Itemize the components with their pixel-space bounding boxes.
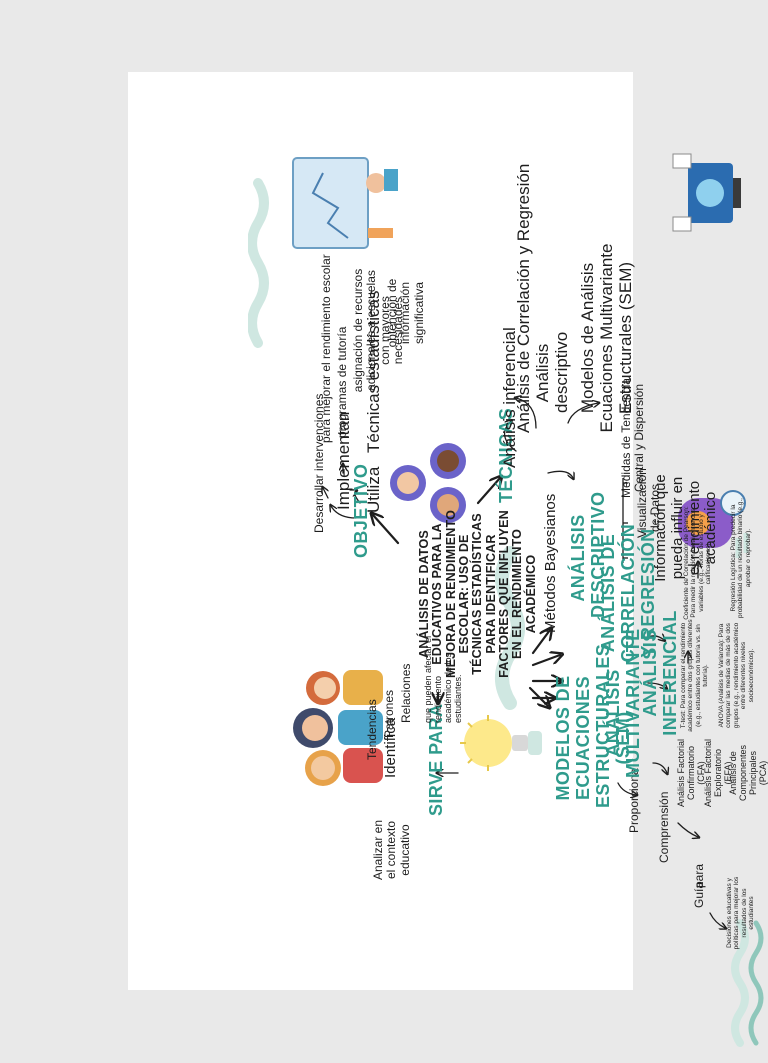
objetivo-obtencion: obtención de información significativa: [385, 278, 426, 348]
multivariante-pca: Análisis de Componentes Principales (PCA…: [728, 744, 768, 802]
mind-map: ANÁLISIS DE DATOS EDUCATIVOS PARA LA MEJ…: [248, 143, 768, 1063]
objetivo-utiliza: Utiliza: [364, 466, 383, 513]
arrow-to-descriptivo: [531, 630, 550, 655]
wave-bottom-left: [731, 919, 749, 1047]
tecnicas-descriptivo: Análisis descriptivo: [533, 331, 572, 413]
head-gear-illustration: [668, 483, 753, 563]
sem-para: para: [692, 863, 706, 888]
line-tecnicas-descriptivo: [516, 398, 537, 429]
sem-decisiones: Decisiones educativas y políticas para m…: [726, 876, 756, 950]
connector-lines: [248, 178, 764, 1047]
head-gear-icon: [678, 490, 749, 558]
central-arrows: [373, 478, 560, 706]
inferencial-anova: ANOVA (Análisis de Varianza): Para compa…: [718, 622, 755, 729]
descriptivo-medidas: Medidas de Tendencia Central y Dispersió…: [619, 378, 647, 498]
wave-top-right: [248, 178, 269, 348]
lightbulb-illustration: [458, 713, 548, 773]
line-multiv-items: [652, 762, 667, 773]
sirve-patrones: Patrones: [382, 689, 396, 738]
line-objetivo-utiliza: [355, 491, 361, 504]
multivariante-cfa: Análisis Factorial Confirmatorio (CFA): [676, 738, 707, 808]
sirve-relaciones: Relaciones: [399, 663, 413, 723]
whiteboard-icon: [292, 157, 398, 249]
line-guia-decisiones: [709, 912, 725, 928]
board-illustration: [288, 153, 398, 253]
line-tecnicas-bayes: [547, 470, 573, 478]
lightbulb-icon: [460, 715, 542, 771]
tecnicas-correlacion: Análisis de Correlación y Regresión: [514, 163, 533, 433]
brain-computer-icon: [672, 153, 741, 232]
line-tecnicas-sem: [567, 403, 598, 424]
sirve-analizar: Analizar en el contexto educativo: [371, 819, 412, 881]
sirve-tendencias: Tendencias: [365, 699, 379, 760]
descriptivo-informacion: Información que pueda influir en el rend…: [652, 474, 720, 582]
descriptivo-brackets: [622, 478, 628, 563]
line-objetivo-desarrollar: [331, 506, 357, 519]
line-corr-pearson: [645, 636, 664, 640]
wave-center: [495, 546, 525, 710]
wave-bottom-left-2: [748, 920, 764, 1046]
students-circle-icon: [390, 443, 466, 523]
inferencial-ttest: T-test: Para comparar el rendimiento aca…: [680, 619, 710, 732]
objetivo-mejorar: para mejorar el rendimiento escolar: [319, 254, 333, 443]
line-sem-proporciona: [617, 782, 636, 795]
mind-map-page: ANÁLISIS DE DATOS EDUCATIVOS PARA LA MEJ…: [128, 72, 768, 1047]
line-comprension-guia: [677, 822, 698, 837]
objetivo-tecnicas-est: Técnicas estadísticas: [364, 290, 383, 453]
line-infer-ttest: [647, 683, 666, 688]
correlacion-logistica: Regresión Logística: Para predecir la pr…: [730, 498, 752, 618]
arrow-to-tecnicas: [476, 478, 500, 505]
brain-computer-illustration: [668, 148, 758, 233]
tecnicas-bayesianos: Métodos Bayesianos: [542, 493, 559, 633]
sem-comprension: Comprensión: [657, 791, 671, 863]
children-illustration: [278, 663, 393, 793]
line-implementan: [323, 488, 328, 499]
objetivo-tutoria: programas de tutoría: [335, 326, 349, 438]
arrow-to-objetivo: [373, 515, 400, 545]
line-tecnicas-inferencial: [504, 421, 517, 452]
descriptivo-heading: ANÁLISIS DESCRIPTIVO: [568, 491, 609, 618]
students-illustration: [388, 443, 478, 523]
arrow-to-correlacion: [531, 655, 560, 667]
multivariante-heading: ANÁLISIS MULTIVARIANTE: [603, 628, 644, 778]
children-group-icon: [293, 670, 383, 786]
sirve-factores: que pueden afectar el rendimiento académ…: [423, 635, 464, 723]
